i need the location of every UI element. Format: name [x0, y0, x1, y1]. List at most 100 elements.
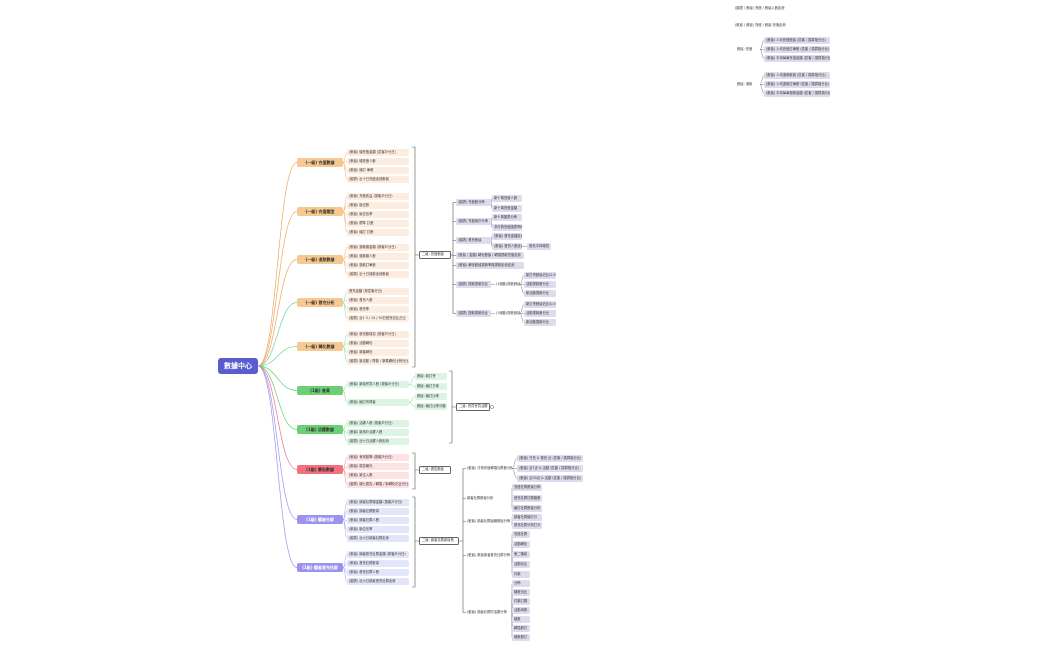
leaf-item[interactable]: (數據) 版位佔率: [347, 526, 409, 533]
leaf-item[interactable]: 首充金額 (按區客分日): [347, 288, 409, 295]
leaf-item[interactable]: (數據) 標準 訂數: [347, 220, 409, 227]
community-child[interactable]: 充值社群數據分佈: [512, 484, 542, 491]
leaf-item[interactable]: (圖表) 近1 3 / 14 / 30日首充佔比占比: [347, 315, 409, 322]
community-child[interactable]: 首充社群訂閱總數: [512, 495, 542, 502]
community-child[interactable]: 付款: [512, 571, 530, 578]
leaf-item[interactable]: (數據) 讀者社群總金額 (按客戶分日): [347, 499, 409, 506]
member-sub-item[interactable]: 數據: 續訂比率: [415, 393, 447, 400]
community-child[interactable]: 充值社群: [512, 531, 530, 538]
summary-recharge[interactable]: 二級: 充值數據: [419, 251, 451, 259]
community-node[interactable]: (數據) 數據讀者首充社群分佈: [467, 552, 511, 557]
leaf-item[interactable]: (數據) 總充值金額 (區客戶分日): [347, 149, 409, 156]
leaf-item[interactable]: (數據) 廣告曝光: [347, 463, 409, 470]
community-child[interactable]: 活動轉化: [512, 541, 530, 548]
category-node[interactable]: (一級) 首充分析: [297, 298, 343, 307]
recharge-node[interactable]: (數據) 轉化數據提款率與提款走勢走勢: [456, 262, 524, 269]
recharge-child[interactable]: 新十萬充值金額: [492, 205, 522, 212]
recharge-child[interactable]: 非付費充值圖表佈局: [492, 224, 522, 231]
leaf-item[interactable]: (數據) 新用戶活躍人數: [347, 429, 409, 436]
category-node[interactable]: (1級) 會員: [297, 386, 343, 395]
leaf-item[interactable]: (數據) 讀者首充社群金額 (按客戶分日): [347, 551, 409, 558]
community-child[interactable]: 總數數訂: [512, 634, 530, 641]
category-node[interactable]: (一級) 充值類型: [297, 207, 343, 216]
community-node[interactable]: (數據) 付費充值轉換社群數分析: [467, 465, 512, 470]
community-node[interactable]: (數據) 讀者社群的活躍分佈: [467, 609, 507, 614]
community-child[interactable]: 活動佔比: [512, 561, 530, 568]
recharge-grandchild[interactable]: 首充平均時間: [527, 243, 551, 250]
community-child[interactable]: 讀者社群總訂分: [512, 514, 542, 521]
leaf-item[interactable]: (數據) 有效點擊 (按客戶分日): [347, 454, 409, 461]
recharge-node[interactable]: (數據 / 金額) 轉化數據 / 轉換提款充值走勢: [456, 252, 524, 259]
leaf-item[interactable]: (圖表) 近七日活躍人數走勢: [347, 438, 409, 445]
category-node[interactable]: (一級) 退款數據: [297, 255, 343, 264]
community-child[interactable]: 總數: [512, 616, 530, 623]
community-child[interactable]: 首充社群分析訂分: [512, 522, 542, 529]
leaf-item[interactable]: (圖表) 近十日充值走勢數據: [347, 176, 409, 183]
leaf-item[interactable]: (數據) 充值收益 (按客戶分日): [347, 193, 409, 200]
recharge-node[interactable]: (圖表) 充值數分佈: [456, 199, 491, 206]
leaf-item[interactable]: (數據) 總訂 單數: [347, 167, 409, 174]
category-node[interactable]: (1級) 讀者社群: [297, 515, 343, 524]
leaf-item[interactable]: (數據) 讀者社群數量: [347, 508, 409, 515]
leaf-item[interactable]: (數據) 版位數: [347, 202, 409, 209]
community-child[interactable]: 付款訂閱: [512, 598, 530, 605]
category-node[interactable]: (1級) 讀者首充社群: [297, 563, 343, 572]
recharge-grandchild[interactable]: 新訂會數據佔比(0.5%): [524, 301, 556, 308]
leaf-item[interactable]: (數據) 新注入數: [347, 472, 409, 479]
recharge-grandchild[interactable]: 活動提款數分比: [524, 310, 556, 317]
recharge-child[interactable]: 新十萬圖表分佈: [492, 214, 522, 221]
community-child[interactable]: 第二階段: [512, 551, 530, 558]
leaf-item[interactable]: (數據) 讀者社群人數: [347, 517, 409, 524]
community-node[interactable]: 讀者社群數據分析: [467, 495, 494, 500]
recharge-child[interactable]: (數據) 首充人數走勢: [492, 243, 522, 250]
recharge-grandchild[interactable]: 新活動提款分比: [524, 290, 556, 297]
summary-member[interactable]: 二級: 會員會員活躍: [456, 403, 490, 411]
leaf-item[interactable]: (圖表) 近十日退款走勢數據: [347, 271, 409, 278]
leaf-item[interactable]: (數據) 首充社群數量: [347, 560, 409, 567]
category-node[interactable]: (一級) 充值數據: [297, 158, 343, 167]
recharge-child[interactable]: 新十萬充值人數: [492, 195, 522, 202]
community-node[interactable]: (數據) 讀者社群組織數據分佈: [467, 518, 511, 523]
community-child[interactable]: (數據) 近7近 & 活動 (區客 / 換算指分比): [517, 465, 583, 472]
leaf-item[interactable]: (數據) 退款訂單數: [347, 262, 409, 269]
summary-community[interactable]: 二級: 讀者社群新增長: [419, 537, 459, 545]
root-node[interactable]: 數據中心: [218, 358, 258, 374]
category-node[interactable]: (1級) 廣告數據: [297, 465, 343, 474]
community-child[interactable]: 活動消費: [512, 607, 530, 614]
leaf-item[interactable]: (數據) 退款總金額 (按客戶分日): [347, 244, 409, 251]
recharge-node[interactable]: (圖表) 充值用戶分佈: [456, 218, 491, 225]
leaf-item[interactable]: (數據) 首充社群人數: [347, 569, 409, 576]
leaf-item[interactable]: (數據) 新客轉化: [347, 349, 409, 356]
summary-ads[interactable]: 二級: 廣告數據: [419, 466, 451, 474]
category-node[interactable]: (1級) 活躍數據: [297, 425, 343, 434]
leaf-item[interactable]: (數據) 總充值人數: [347, 158, 409, 165]
recharge-child[interactable]: (1個動)提款數據: [496, 281, 520, 286]
recharge-node[interactable]: (圖表) 提款提款佔比: [456, 281, 491, 288]
recharge-grandchild[interactable]: 新訂會數據佔比(0.5%): [524, 272, 556, 279]
member-sub-item[interactable]: 數據: 續訂方案: [415, 383, 447, 390]
recharge-child[interactable]: (1個動)提款數據: [496, 310, 520, 315]
leaf-item[interactable]: (數據) 總訂 訂數: [347, 229, 409, 236]
recharge-grandchild[interactable]: 活動提款數分比: [524, 281, 556, 288]
leaf-item[interactable]: (數據) 續訂會費者: [347, 399, 409, 406]
leaf-item[interactable]: (數據) 活動轉化: [347, 340, 409, 347]
recharge-node[interactable]: (圖表) 首充數據: [456, 237, 491, 244]
member-sub-item[interactable]: 數據: 續訂比率分類: [415, 403, 447, 410]
collapse-dot-icon[interactable]: [490, 405, 494, 409]
community-child[interactable]: 轉換數訂: [512, 625, 530, 632]
leaf-item[interactable]: (圖表) 近六日讀者首充社群走勢: [347, 578, 409, 585]
community-child[interactable]: 續訂社群數據分析: [512, 505, 542, 512]
leaf-item[interactable]: (數據) 退款總人數: [347, 253, 409, 260]
leaf-item[interactable]: (數據) 首充人數: [347, 297, 409, 304]
community-child[interactable]: (數據) 付充 & 首充 近 (區客 / 換算指分比): [517, 455, 583, 462]
community-child[interactable]: 分佈: [512, 580, 530, 587]
community-child[interactable]: 總數佔比: [512, 589, 530, 596]
leaf-item[interactable]: (圖表) 總七廣告 / 轉換 / 新轉化佔比分比: [347, 481, 409, 488]
member-sub-item[interactable]: 數據: 新訂會: [415, 373, 447, 380]
category-node[interactable]: (一級) 轉化數據: [297, 342, 343, 351]
recharge-node[interactable]: (圖表) 提款提款佔比: [456, 310, 491, 317]
recharge-child[interactable]: (數據) 首充金額走勢: [492, 233, 522, 240]
leaf-item[interactable]: (數據) 活躍人數 (按客戶分日): [347, 420, 409, 427]
leaf-item[interactable]: (圖表) 新活動 / 再動 / 新舊轉化比例分比: [347, 358, 409, 365]
leaf-item[interactable]: (圖表) 近六日讀者社群走勢: [347, 535, 409, 542]
